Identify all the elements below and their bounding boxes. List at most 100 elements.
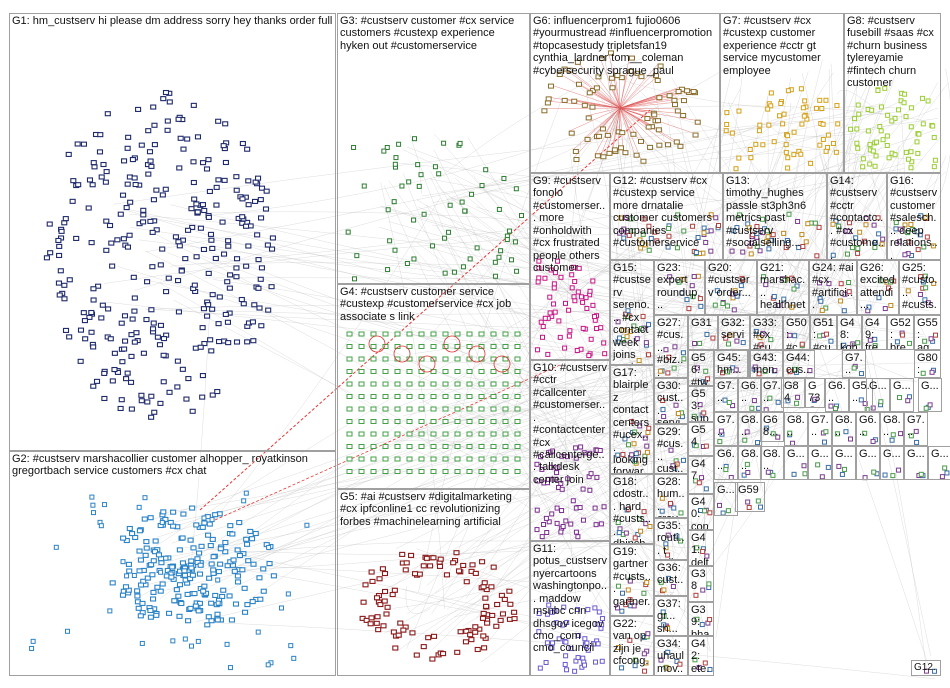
- node: [102, 502, 108, 508]
- node: [418, 344, 425, 349]
- node: [406, 394, 413, 399]
- node: [226, 285, 233, 291]
- edge: [823, 155, 848, 243]
- node: [553, 620, 559, 626]
- group-box-g80: G80: 50...: [914, 350, 941, 378]
- node: [466, 456, 473, 462]
- node: [191, 591, 198, 597]
- group-label-g37: G37: gr... sh...: [657, 598, 684, 635]
- edge: [641, 134, 890, 325]
- node: [384, 144, 390, 150]
- node: [571, 294, 577, 300]
- node: [215, 577, 221, 583]
- node: [89, 494, 95, 500]
- node: [844, 251, 850, 257]
- edge: [571, 98, 621, 109]
- node: [930, 123, 936, 129]
- node: [209, 292, 216, 298]
- node: [166, 389, 173, 395]
- node: [346, 369, 353, 374]
- edge: [926, 68, 950, 221]
- node: [140, 212, 147, 218]
- node: [830, 140, 836, 146]
- edge: [479, 367, 867, 544]
- edge: [700, 72, 834, 325]
- node: [708, 248, 714, 254]
- small-group-label: G...: [931, 448, 949, 460]
- edge: [574, 54, 679, 235]
- node: [118, 320, 125, 326]
- node: [148, 414, 155, 420]
- node: [593, 85, 600, 91]
- small-group-box: G8...: [738, 446, 762, 480]
- node: [148, 307, 155, 313]
- edge: [417, 206, 807, 337]
- edge: [169, 168, 905, 267]
- node: [406, 431, 413, 437]
- group-label-g36: G36: cust... ...: [657, 562, 684, 596]
- node: [590, 302, 596, 308]
- node: [451, 269, 457, 275]
- group-label-g52: G52: bre...: [890, 317, 911, 350]
- node: [205, 532, 212, 538]
- node: [440, 651, 447, 657]
- node: [257, 215, 265, 221]
- edge: [374, 357, 621, 437]
- node: [768, 103, 774, 109]
- node: [478, 444, 485, 449]
- node: [346, 419, 353, 424]
- node: [381, 598, 388, 604]
- node: [446, 229, 452, 235]
- node: [569, 285, 575, 291]
- node: [442, 270, 448, 276]
- group-label-g53: G53: sup...: [691, 388, 709, 422]
- node: [748, 251, 754, 257]
- node: [143, 316, 150, 323]
- node: [358, 469, 365, 474]
- edge: [145, 279, 918, 382]
- node: [245, 202, 252, 208]
- node: [450, 560, 457, 566]
- node: [768, 90, 774, 96]
- node: [855, 102, 861, 108]
- node: [903, 114, 909, 120]
- node: [823, 148, 829, 154]
- node: [227, 523, 234, 529]
- node: [170, 509, 177, 515]
- node: [736, 155, 742, 161]
- node: [554, 465, 560, 471]
- edge: [609, 75, 781, 109]
- group-box-g31: G31: [688, 315, 718, 350]
- edge: [800, 68, 830, 408]
- node: [224, 563, 231, 569]
- small-group-label: G7...: [717, 380, 735, 405]
- node: [442, 444, 449, 449]
- node: [442, 356, 449, 362]
- node: [230, 557, 237, 563]
- node: [136, 528, 143, 534]
- group-box-g24: G24: #ai #cx #artifici...: [809, 260, 857, 315]
- node: [547, 83, 554, 89]
- node: [148, 163, 155, 169]
- node: [154, 584, 161, 590]
- node: [160, 96, 167, 102]
- node: [201, 340, 208, 347]
- edge: [472, 373, 661, 587]
- node: [394, 444, 401, 449]
- node: [123, 376, 130, 382]
- node: [382, 444, 389, 449]
- node: [708, 212, 714, 218]
- node: [601, 340, 607, 346]
- node: [812, 220, 818, 226]
- node: [466, 469, 473, 474]
- edge: [393, 162, 910, 232]
- node: [550, 448, 556, 454]
- node: [481, 645, 488, 651]
- node: [265, 662, 271, 668]
- node: [457, 140, 463, 146]
- node: [805, 221, 811, 227]
- node: [870, 148, 876, 154]
- node: [871, 222, 877, 228]
- small-group-box: G6...: [856, 412, 880, 446]
- node: [798, 151, 804, 157]
